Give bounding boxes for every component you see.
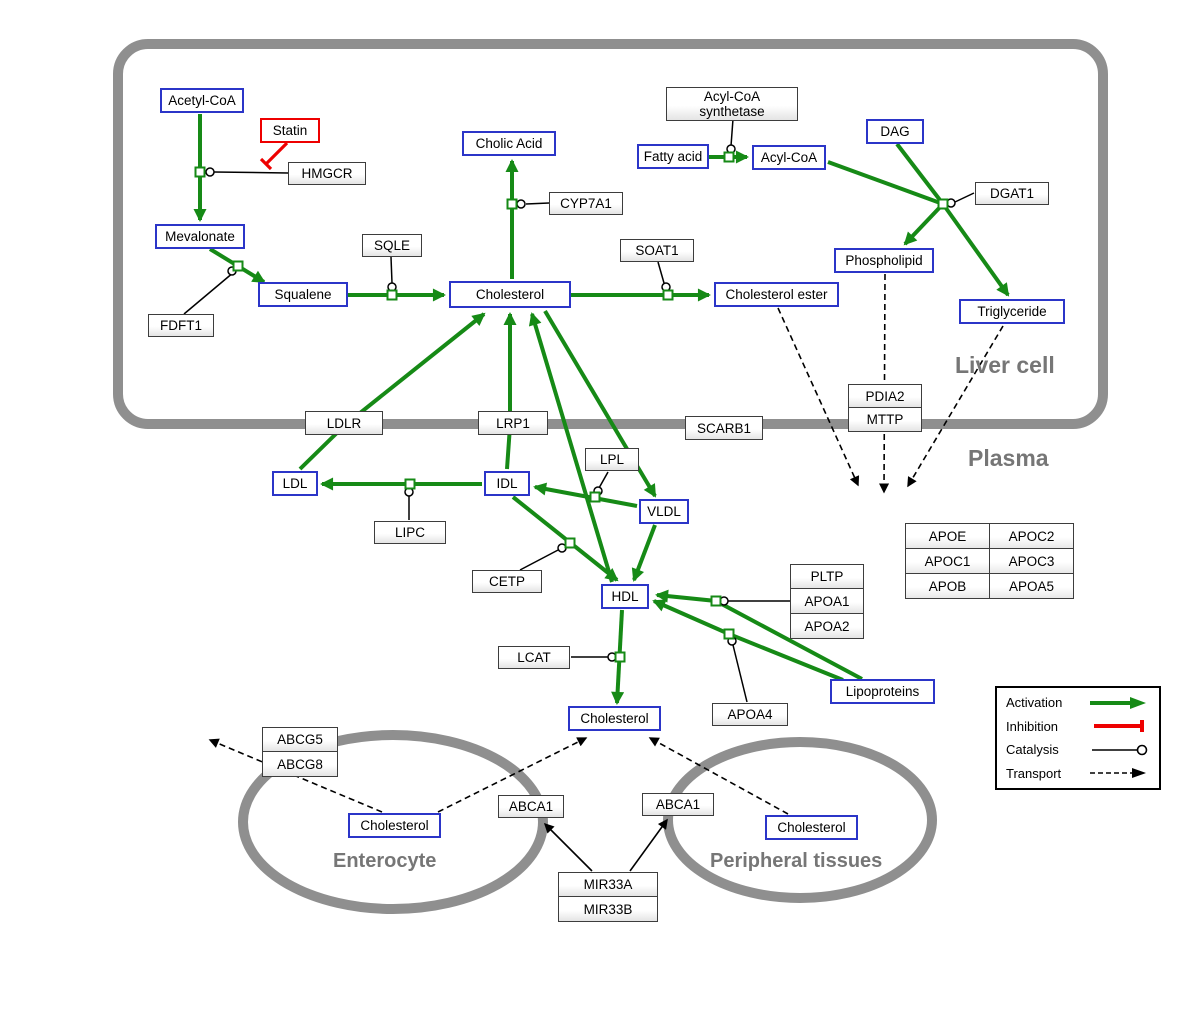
node-lpl[interactable]: LPL (585, 448, 639, 471)
legend-transport-label: Transport (1006, 765, 1062, 781)
node-cholesterol-enterocyte[interactable]: Cholesterol (348, 813, 441, 838)
node-ldlr[interactable]: LDLR (305, 411, 383, 435)
node-lipoproteins[interactable]: Lipoproteins (830, 679, 935, 704)
legend: Activation Inhibition Catalysis Transpor… (995, 686, 1161, 790)
node-apoa5[interactable]: APOA5 (989, 573, 1074, 599)
activation-arrow-icon (1090, 696, 1146, 709)
node-apoa4[interactable]: APOA4 (712, 703, 788, 726)
node-lcat[interactable]: LCAT (498, 646, 570, 669)
node-apoa1[interactable]: APOA1 (790, 589, 864, 614)
node-acyl-coa-synthetase[interactable]: Acyl-CoA synthetase (666, 87, 798, 121)
peripheral-tissues-membrane (663, 737, 937, 903)
node-idl[interactable]: IDL (484, 471, 530, 496)
node-statin[interactable]: Statin (260, 118, 320, 143)
node-mir33a[interactable]: MIR33A (558, 872, 658, 897)
node-pltp[interactable]: PLTP (790, 564, 864, 589)
peripheral-tissues-label: Peripheral tissues (710, 850, 883, 872)
node-sqle[interactable]: SQLE (362, 234, 422, 257)
regulation-edges (543, 818, 668, 872)
inhibition-edge (259, 141, 289, 171)
node-hdl[interactable]: HDL (601, 584, 649, 609)
node-lrp1[interactable]: LRP1 (478, 411, 548, 435)
stack-mir33: MIR33A MIR33B (558, 872, 658, 922)
node-fatty-acid[interactable]: Fatty acid (637, 144, 709, 169)
node-ldl[interactable]: LDL (272, 471, 318, 496)
stack-pltp-apoa1-apoa2: PLTP APOA1 APOA2 (790, 564, 864, 639)
node-apoc1[interactable]: APOC1 (905, 548, 990, 574)
node-apoc2[interactable]: APOC2 (989, 523, 1074, 549)
legend-transport: Transport (1006, 766, 1150, 781)
stack-pdia2-mttp: PDIA2 MTTP (848, 384, 922, 432)
node-mir33b[interactable]: MIR33B (558, 897, 658, 922)
legend-activation-label: Activation (1006, 695, 1063, 710)
acs-line1: Acyl-CoA (703, 89, 761, 104)
liver-cell-label: Liver cell (955, 352, 1055, 378)
node-vldl[interactable]: VLDL (639, 499, 689, 524)
enterocyte-label: Enterocyte (333, 850, 437, 872)
node-apob[interactable]: APOB (905, 573, 990, 599)
node-lipc[interactable]: LIPC (374, 521, 446, 544)
node-abcg8[interactable]: ABCG8 (262, 752, 338, 777)
node-cetp[interactable]: CETP (472, 570, 542, 593)
node-soat1[interactable]: SOAT1 (620, 239, 694, 262)
node-scarb1[interactable]: SCARB1 (685, 416, 763, 440)
node-fdft1[interactable]: FDFT1 (148, 314, 214, 337)
node-mevalonate[interactable]: Mevalonate (155, 224, 245, 249)
enterocyte-membrane (238, 730, 548, 914)
plasma-label: Plasma (968, 445, 1049, 471)
legend-catalysis: Catalysis (1006, 742, 1150, 757)
catalysis-circle-icon (1092, 744, 1148, 756)
node-apoe[interactable]: APOE (905, 523, 990, 549)
node-cholesterol-peripheral[interactable]: Cholesterol (765, 815, 858, 840)
node-cholic-acid[interactable]: Cholic Acid (462, 131, 556, 156)
node-abca1-left[interactable]: ABCA1 (498, 795, 564, 818)
stack-abcg5-abcg8: ABCG5 ABCG8 (262, 727, 338, 777)
node-squalene[interactable]: Squalene (258, 282, 348, 307)
acs-line2: synthetase (699, 104, 765, 119)
node-apoa2[interactable]: APOA2 (790, 614, 864, 639)
node-cholesterol-liver[interactable]: Cholesterol (449, 281, 571, 308)
reaction-nodes (194, 151, 949, 663)
node-cholesterol-ester[interactable]: Cholesterol ester (714, 282, 839, 307)
node-apoc3[interactable]: APOC3 (989, 548, 1074, 574)
node-hmgcr[interactable]: HMGCR (288, 162, 366, 185)
node-triglyceride[interactable]: Triglyceride (959, 299, 1065, 324)
node-pdia2[interactable]: PDIA2 (848, 384, 922, 408)
node-cyp7a1[interactable]: CYP7A1 (549, 192, 623, 215)
legend-catalysis-label: Catalysis (1006, 742, 1059, 758)
node-phospholipid[interactable]: Phospholipid (834, 248, 934, 273)
node-mttp[interactable]: MTTP (848, 408, 922, 432)
node-abcg5[interactable]: ABCG5 (262, 727, 338, 752)
node-dag[interactable]: DAG (866, 119, 924, 144)
legend-inhibition-label: Inhibition (1006, 718, 1059, 734)
legend-inhibition: Inhibition (1006, 719, 1150, 734)
node-acyl-coa[interactable]: Acyl-CoA (752, 145, 826, 170)
node-abca1-right[interactable]: ABCA1 (642, 793, 714, 816)
legend-activation: Activation (1006, 695, 1150, 710)
apolipoprotein-table: APOE APOC2 APOC1 APOC3 APOB APOA5 (905, 523, 1074, 599)
inhibition-tbar-icon (1094, 720, 1144, 733)
node-dgat1[interactable]: DGAT1 (975, 182, 1049, 205)
node-cholesterol-plasma[interactable]: Cholesterol (568, 706, 661, 731)
transport-dashed-arrow-icon (1090, 768, 1146, 779)
node-acetyl-coa[interactable]: Acetyl-CoA (160, 88, 244, 113)
